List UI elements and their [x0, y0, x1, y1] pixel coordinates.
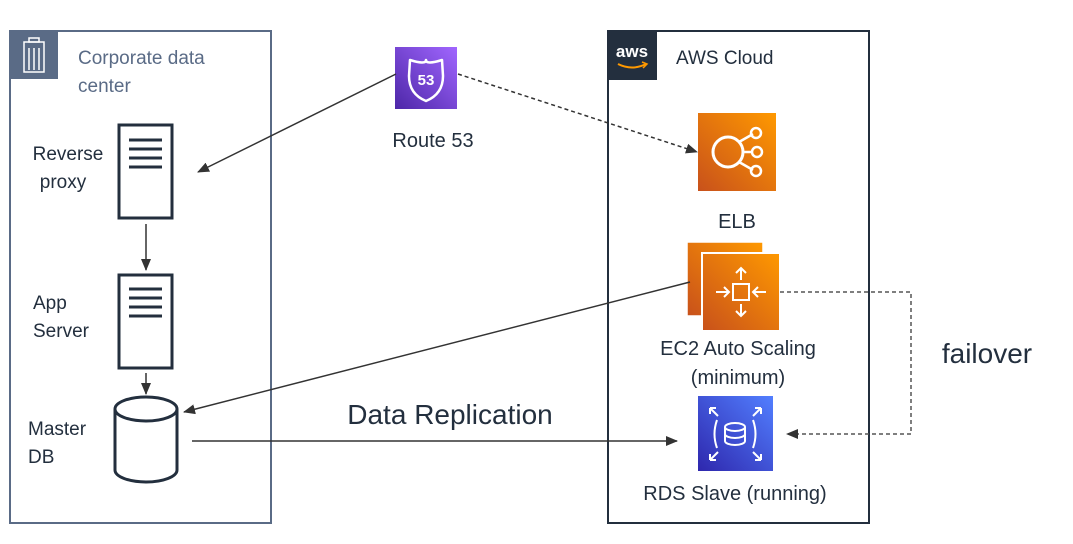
failover-connector: [780, 291, 912, 439]
app-server-label-line2: Server: [33, 321, 90, 342]
reverse-proxy-server-icon: [117, 123, 174, 220]
failover-label: failover: [942, 338, 1032, 369]
reverse-proxy-label-line1: Reverse: [33, 144, 104, 165]
elb-icon: [698, 113, 776, 191]
route53-icon: 53: [395, 47, 457, 109]
route53-to-reverse-proxy-arrow: [197, 73, 397, 173]
reverse-proxy-label-line2: proxy: [40, 172, 87, 193]
elb-label: ELB: [718, 211, 756, 233]
ec2-label-line1: EC2 Auto Scaling: [660, 338, 816, 360]
route53-badge-text: 53: [418, 72, 435, 89]
aws-cloud-title: AWS Cloud: [676, 48, 774, 69]
ec2-to-master-db-arrow: [183, 281, 691, 415]
data-replication-label: Data Replication: [347, 399, 552, 430]
building-icon: [10, 31, 58, 79]
ec2-auto-scaling-icon: [686, 241, 781, 332]
rds-label: RDS Slave (running): [643, 483, 826, 505]
ec2-label-line2: (minimum): [691, 367, 785, 389]
master-db-label-line2: DB: [28, 447, 54, 468]
rds-icon: [698, 396, 773, 471]
corporate-title-line1: Corporate data: [78, 48, 205, 69]
corporate-data-center-group: [9, 30, 272, 524]
route53-label: Route 53: [392, 130, 473, 152]
aws-logo-icon: aws: [608, 31, 657, 80]
master-db-label-line1: Master: [28, 419, 87, 440]
master-db-icon: [113, 395, 179, 484]
route53-to-elb-arrow: [457, 73, 698, 154]
aws-logo-text: aws: [616, 42, 648, 61]
aws-cloud-group: [607, 30, 870, 524]
app-server-label-line1: App: [33, 293, 67, 314]
corporate-title-line2: center: [78, 76, 131, 97]
app-server-icon: [117, 273, 174, 370]
